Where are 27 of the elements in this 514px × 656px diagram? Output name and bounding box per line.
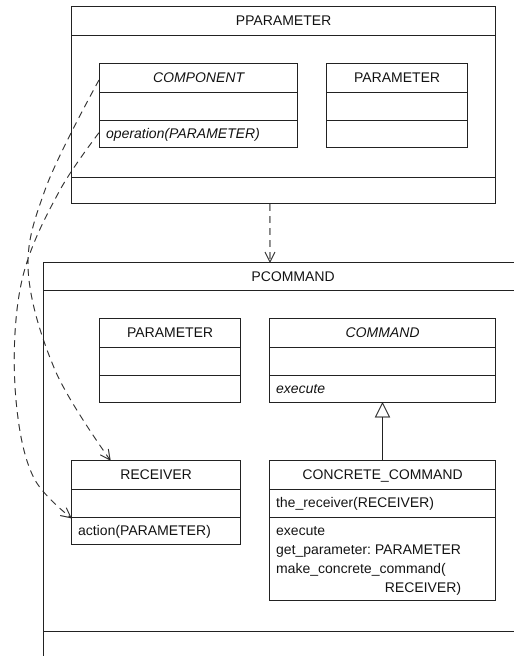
- class-name: COMPONENT: [153, 68, 244, 87]
- dependency-arrow: [14, 132, 100, 518]
- class-box: [269, 318, 496, 403]
- class-name: PARAMETER: [354, 68, 440, 87]
- package-box: [43, 262, 514, 656]
- generalization-arrow: [375, 402, 390, 460]
- attribute-text: the_receiver(RECEIVER): [276, 493, 435, 512]
- package-box: [71, 6, 496, 204]
- dependency-arrow: [264, 204, 276, 262]
- class-box: [99, 318, 241, 403]
- operation-text: execute: [276, 379, 326, 398]
- package-name: PPARAMETER: [236, 11, 332, 30]
- operation-text: get_parameter: PARAMETER: [276, 540, 462, 559]
- class-box: [71, 460, 241, 545]
- class-name: RECEIVER: [120, 465, 192, 484]
- dependency-arrow: [28, 80, 111, 460]
- operation-text: action(PARAMETER): [78, 521, 212, 540]
- operation-text: make_concrete_command( RECEIVER): [276, 559, 461, 597]
- class-name: PARAMETER: [126, 323, 214, 342]
- class-box: [99, 63, 298, 148]
- class-name: CONCRETE_COMMAND: [302, 465, 463, 484]
- class-name: COMMAND: [346, 323, 420, 342]
- class-box: [269, 460, 496, 601]
- operation-text: execute: [276, 521, 326, 540]
- package-name: PCOMMAND: [251, 267, 335, 286]
- operation-text: operation(PARAMETER): [106, 124, 261, 143]
- class-box: [326, 63, 468, 148]
